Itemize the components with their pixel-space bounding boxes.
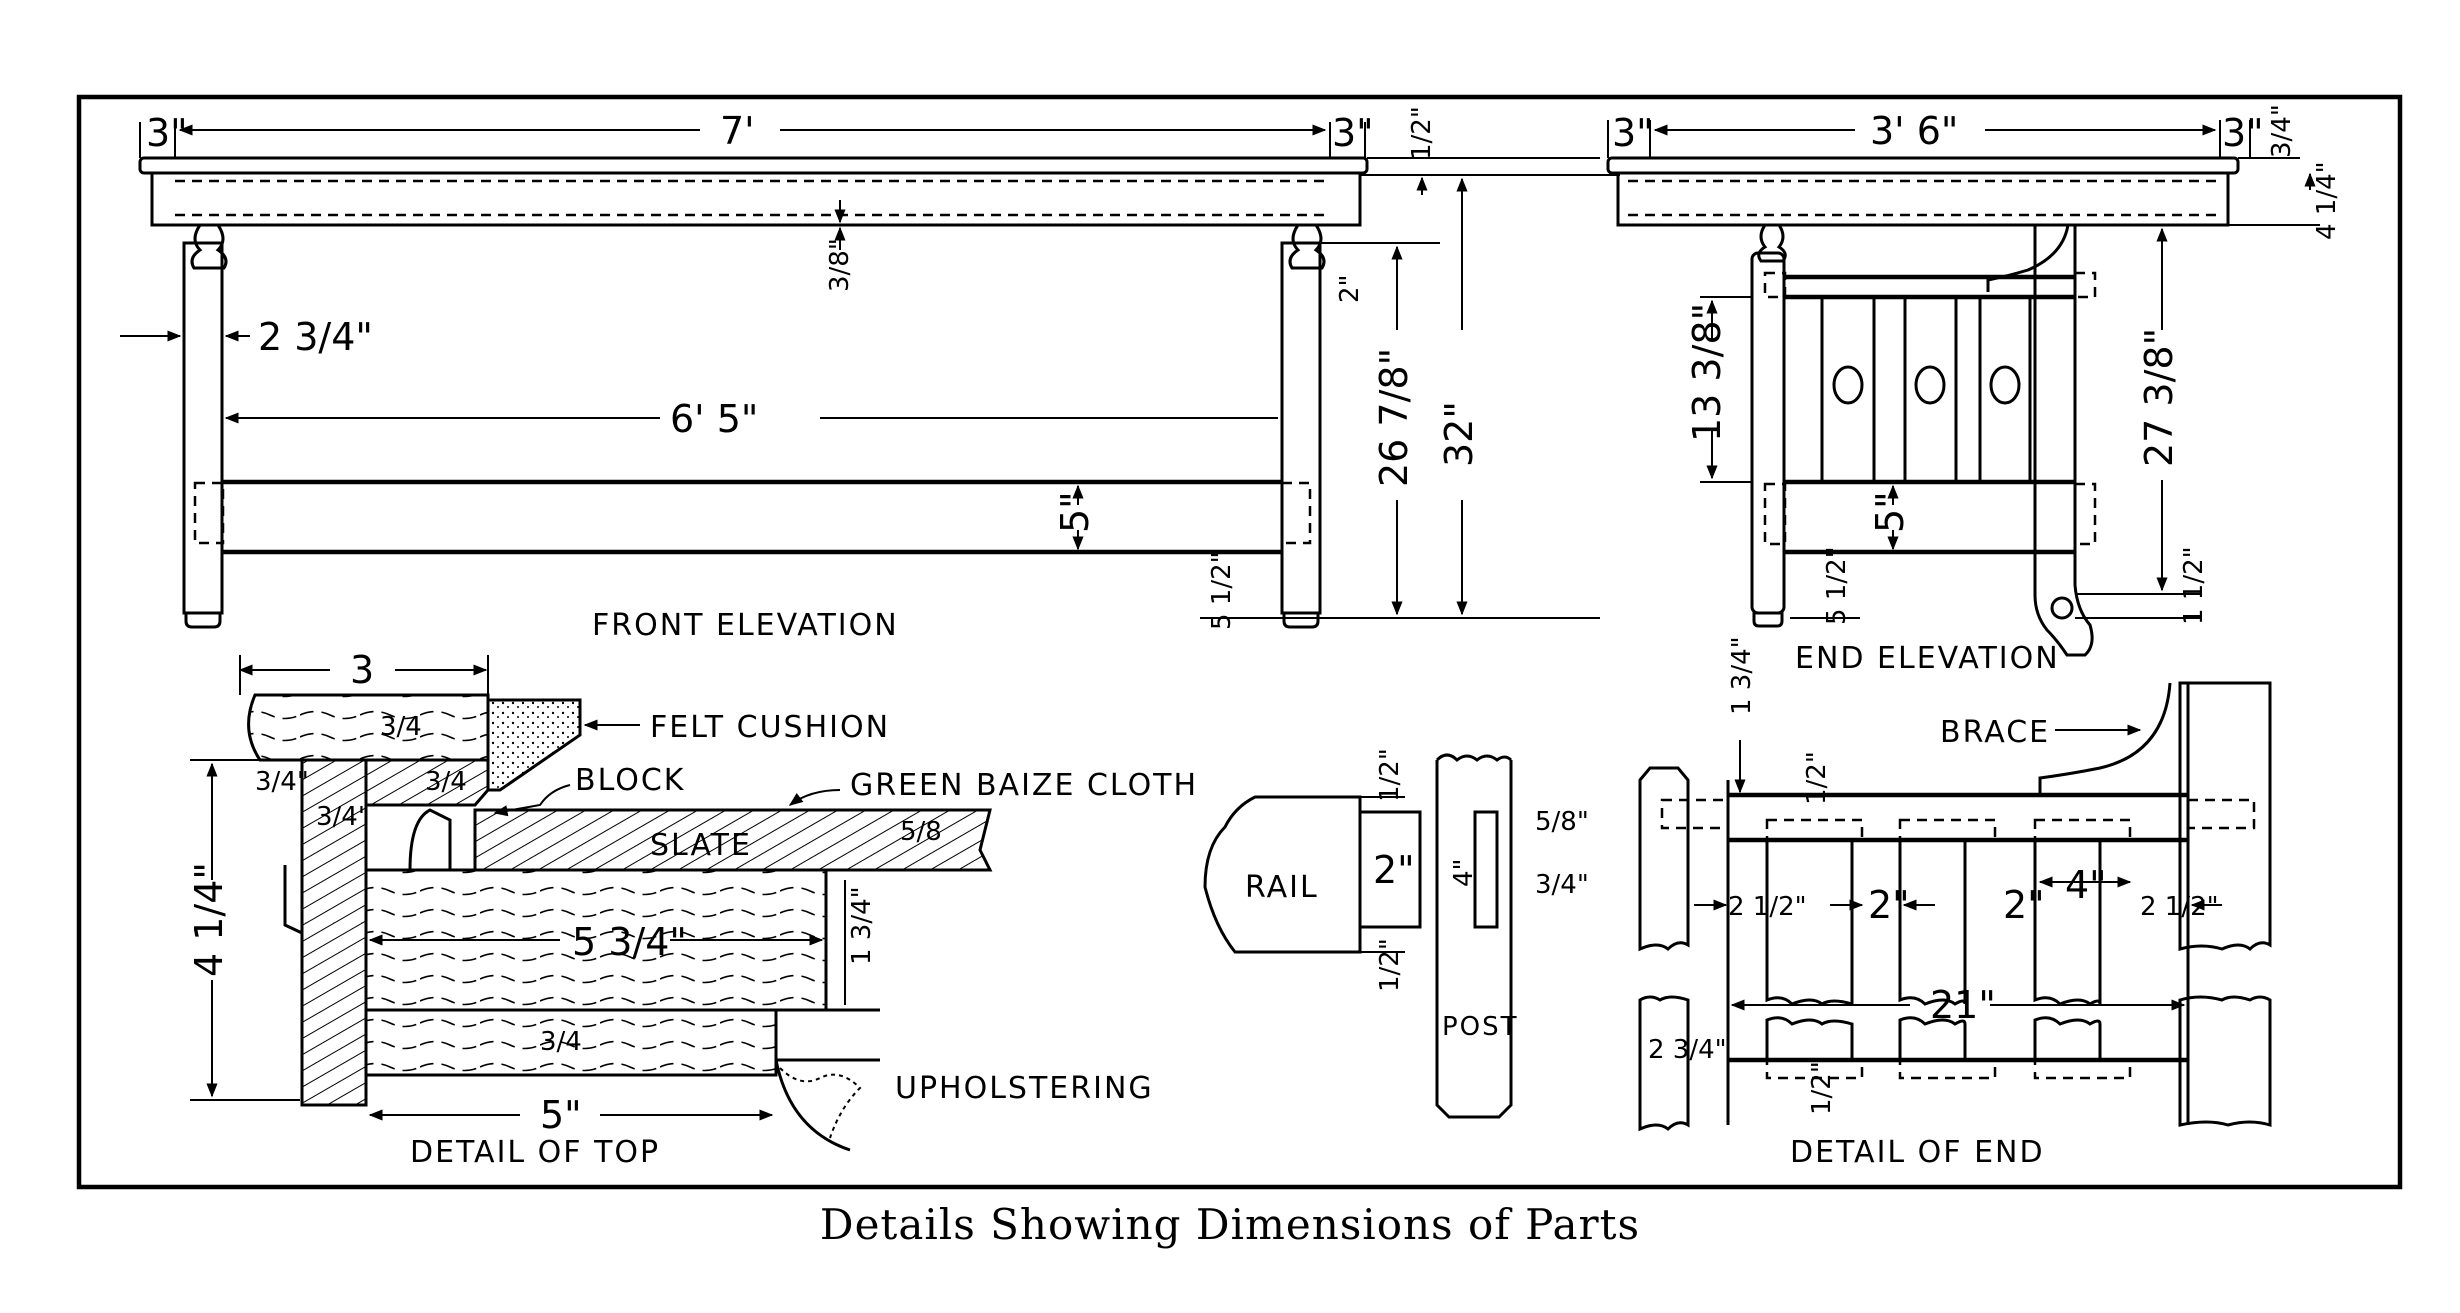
label-rail: Rail: [1245, 870, 1319, 905]
detail-of-top: 3 3/4 3/4 3/4" 3/4" 5/8 4 1/4" 5 3/4" 1 …: [187, 648, 1198, 1170]
dim-post-mortise-width: 3/4": [1535, 870, 1589, 900]
dim-front-top-thickness: 1/2": [1407, 106, 1437, 160]
dim-top-slate-thickness: 5/8: [900, 817, 942, 847]
rail-post-detail: Rail 1/2" 2" 1/2" 4" 5/8" 3/4" Post: [1203, 748, 1589, 1119]
side-board: [300, 758, 368, 1107]
label-green-baize-cloth: Green baize cloth: [850, 768, 1198, 803]
dim-top-block-thickness: 3/4: [425, 767, 467, 797]
dim-top-outer-offset: 3/4": [255, 767, 309, 797]
post-mortise: [1473, 810, 1499, 929]
dim-end-overhang-right: 3": [2222, 111, 2264, 155]
dim-top-frame-width: 5 3/4": [572, 920, 687, 964]
dim-end-detail-post-width: 2 3/4": [1648, 1035, 1727, 1065]
dim-end-apron-depth: 4 1/4": [2312, 161, 2342, 240]
label-felt-cushion: Felt cushion: [650, 710, 890, 745]
dim-end-overhang-left: 3": [1612, 111, 1654, 155]
dim-top-lower-thickness: 3/4: [540, 1027, 582, 1057]
end-elevation-title: End elevation: [1795, 641, 2060, 676]
drawing-frame: [76, 94, 2403, 1190]
dim-end-stretcher-width: 5": [1868, 491, 1912, 533]
rail-tenon: [1358, 810, 1422, 929]
dim-end-stretcher-height: 5 1/2": [1822, 546, 1852, 625]
dim-end-detail-slat-width: 4": [2065, 863, 2107, 907]
front-elevation-title: Front elevation: [592, 608, 899, 643]
felt-cushion: [486, 698, 582, 792]
detail-of-end: 1 3/4" 1/2" 2 1/2" 2" 2" 4" 2 1/2" 21" 2…: [1638, 636, 2272, 1170]
end-detail-brace: [2038, 682, 2172, 793]
front-apron: [150, 171, 1362, 227]
slate-section: [473, 808, 993, 872]
top-rail-section: [247, 693, 490, 762]
dim-front-total-height: 32": [1437, 401, 1481, 467]
dim-front-length: 7': [720, 109, 755, 153]
end-detail-left-post: [1638, 766, 1690, 952]
dim-front-stretcher-width: 5": [1053, 491, 1097, 533]
dim-end-top-thickness: 3/4": [2267, 104, 2297, 158]
label-post: Post: [1442, 1012, 1519, 1042]
rail-section: [1203, 795, 1362, 954]
dim-front-leg-width: 2 3/4": [258, 315, 373, 359]
dim-top-total-depth: 4 1/4": [187, 862, 231, 977]
detail-of-top-title: Detail of top: [410, 1135, 660, 1170]
figure-caption: Details Showing Dimensions of Parts: [819, 1200, 1641, 1249]
end-brace: [1986, 224, 2070, 292]
end-left-post: [1750, 251, 1786, 615]
front-left-leg: [182, 224, 228, 629]
dim-top-frame-depth: 1 3/4": [847, 886, 877, 965]
dim-front-overhang-right: 3": [1332, 111, 1374, 155]
dim-top-rail-thickness: 3/4: [380, 712, 422, 742]
label-block: Block: [575, 763, 685, 798]
dim-front-stretcher-height: 5 1/2": [1207, 551, 1237, 630]
detail-of-end-title: Detail of end: [1790, 1135, 2045, 1170]
dim-top-lower-width: 5": [540, 1093, 582, 1137]
dim-end-detail-margin-left: 2 1/2": [1728, 892, 1807, 922]
label-slate: Slate: [650, 828, 752, 863]
dim-front-leg-top-gap: 2": [1335, 274, 1365, 303]
label-brace: Brace: [1940, 715, 2050, 750]
end-table-top: [1606, 156, 2240, 175]
dim-end-width: 3' 6": [1870, 109, 1958, 153]
end-apron: [1616, 171, 2230, 227]
dim-end-detail-top-rail-drop: 1 3/4": [1727, 636, 1757, 715]
dim-end-caster-gap: 1 1/2": [2179, 546, 2209, 625]
dim-front-leg-height: 26 7/8": [1372, 348, 1416, 487]
dim-front-rail-length: 6' 5": [670, 397, 758, 441]
dim-end-panel-height: 13 3/8": [1685, 303, 1729, 442]
dim-rail-tenon-width: 2": [1373, 848, 1415, 892]
post-section: [1435, 760, 1513, 1119]
end-detail-slats: [1765, 818, 2132, 1080]
front-elevation: 3" 7' 3" 1/2" 3/8" 2 3/4" 6' 5" 5" 5 1/2…: [120, 106, 1620, 643]
dim-end-detail-slat-inset-bottom: 1/2": [1807, 1061, 1837, 1115]
dim-end-detail-inner-width: 21": [1930, 983, 1996, 1027]
front-right-leg: [1280, 224, 1326, 629]
dim-front-rail-offset: 3/8": [825, 238, 855, 292]
end-elevation: 3" 3' 6" 3" 3/4" 4 1/4" 13 3/8" 5" 5 1/2…: [1606, 104, 2342, 676]
dim-post-mortise-offset: 5/8": [1535, 807, 1589, 837]
end-detail-right-post: [2178, 681, 2272, 952]
label-upholstering: Upholstering: [895, 1071, 1154, 1106]
block: [364, 758, 490, 807]
dim-rail-bottom-shoulder: 1/2": [1375, 938, 1405, 992]
dim-end-detail-gap-2: 2": [2003, 883, 2045, 927]
caster-wheel: [2050, 596, 2074, 620]
lower-board-section: [364, 1008, 778, 1077]
dim-post-mortise-length: 4": [1449, 858, 1479, 887]
dim-end-post-height: 27 3/8": [2137, 328, 2181, 467]
dim-end-detail-gap-1: 2": [1868, 883, 1910, 927]
dim-top-side-thickness: 3/4": [316, 802, 370, 832]
dim-end-detail-slat-inset-top: 1/2": [1802, 751, 1832, 805]
dim-end-detail-margin-right: 2 1/2": [2140, 892, 2219, 922]
upholstering: [774, 1008, 880, 1152]
dim-top-rail-width: 3: [350, 648, 374, 692]
end-right-post: [2033, 225, 2094, 657]
dim-front-overhang-left: 3": [146, 111, 188, 155]
dim-rail-top-shoulder: 1/2": [1375, 748, 1405, 802]
end-slats: [1820, 297, 2032, 482]
front-table-top: [138, 156, 1369, 175]
